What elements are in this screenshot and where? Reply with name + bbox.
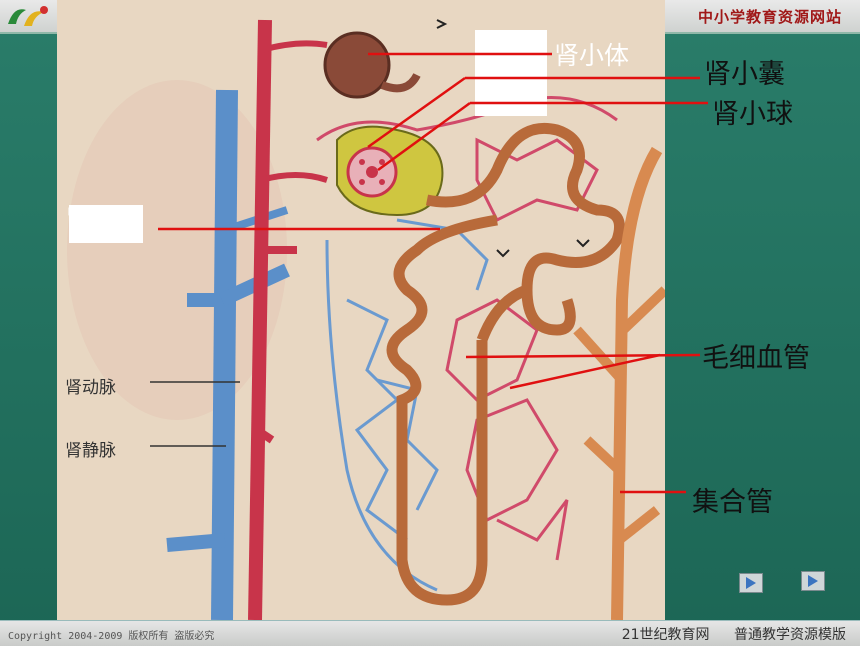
- label-renal-artery: 肾动脉: [65, 378, 116, 398]
- play-triangle-icon: [808, 575, 818, 587]
- site-logo-icon: [8, 6, 48, 26]
- renal-vein-vessel: [211, 89, 238, 620]
- collecting-duct-vessel: [611, 146, 663, 620]
- label-glomerulus: 肾小球: [712, 99, 793, 130]
- footer-bar: Copyright 2004-2009 版权所有 盗版必究 21世纪教育网 普通…: [0, 620, 860, 646]
- label-renal-corpuscle: 肾小体: [554, 41, 630, 70]
- footer-template-name: 普通教学资源模版: [734, 627, 846, 643]
- mask-box-top: [475, 30, 547, 116]
- site-name: 中小学教育资源网站: [697, 8, 842, 26]
- footer-brand: 21世纪教育网 普通教学资源模版: [602, 624, 846, 644]
- nephron-illustration: [67, 19, 665, 620]
- proximal-tubule: [425, 122, 625, 336]
- label-capillaries: 毛细血管: [702, 343, 810, 374]
- label-renal-tubule-masked: 肾小管: [66, 206, 133, 231]
- label-renal-vein: 肾静脉: [65, 441, 116, 461]
- next-slide-button[interactable]: [801, 571, 825, 591]
- label-collecting-duct: 集合管: [692, 487, 773, 518]
- loop-of-henle: [386, 214, 498, 606]
- renal-corpuscle-top: [323, 31, 391, 99]
- mask-box-left: [69, 205, 143, 243]
- footer-brand-name: 21世纪教育网: [621, 627, 710, 643]
- play-triangle-icon: [746, 577, 756, 589]
- copyright-text: Copyright 2004-2009 版权所有 盗版必究: [8, 631, 215, 642]
- prev-slide-button[interactable]: [739, 573, 763, 593]
- label-renal-capsule: 肾小囊: [704, 59, 785, 90]
- renal-artery-vessel: [248, 19, 272, 620]
